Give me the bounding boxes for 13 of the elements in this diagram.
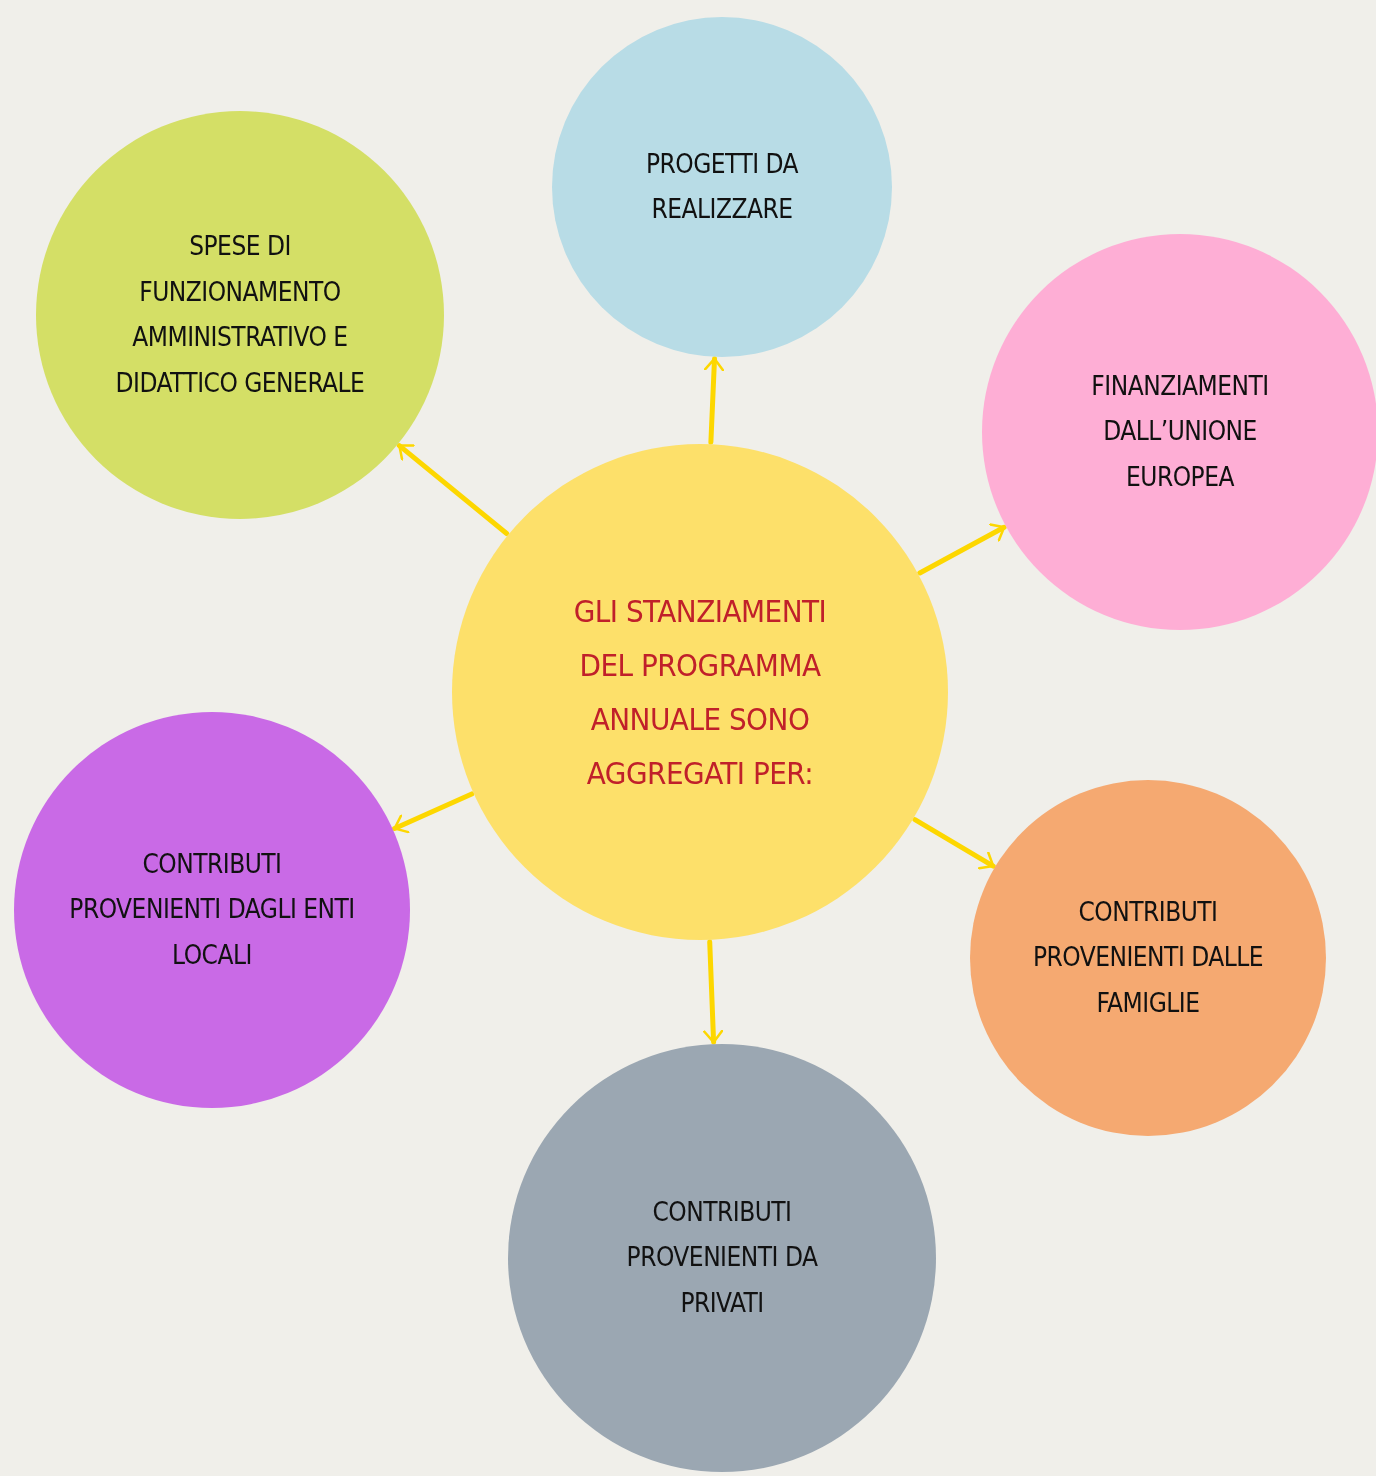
arrow [917,523,1007,576]
circle-label: FINANZIAMENTI DALL’UNIONE EUROPEA [1090,369,1270,494]
circle-label: CONTRIBUTI PROVENIENTI DA PRIVATI [625,1195,819,1320]
circle-label: PROGETTI DA REALIZZARE [644,147,800,226]
arrow [703,356,725,445]
arrow [396,443,510,537]
circle-label: SPESE DI FUNZIONAMENTO AMMINISTRATIVO E DIDATTICO GENERALE [114,230,366,400]
arrow [912,817,996,870]
arrow [392,791,475,834]
circle-label: CONTRIBUTI PROVENIENTI DALLE FAMIGLIE [1031,895,1265,1020]
circle-label: GLI STANZIAMENTI DEL PROGRAMMA ANNUALE SONO AGGREGATI PER: [572,591,828,794]
circle-label: CONTRIBUTI PROVENIENTI DAGLI ENTI LOCALI [68,847,356,972]
arrow [702,939,724,1045]
